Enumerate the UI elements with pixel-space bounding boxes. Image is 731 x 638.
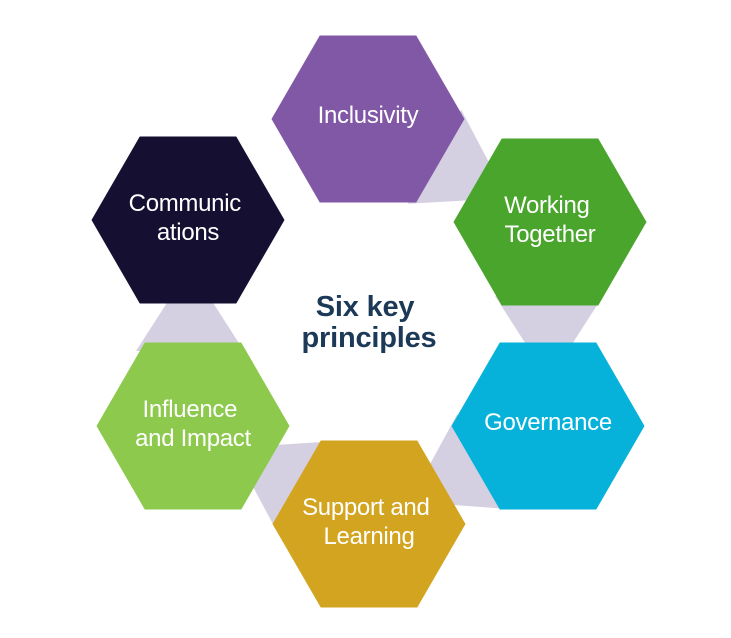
hexagon-influence-and-impact bbox=[96, 342, 290, 510]
principle-inclusivity: Inclusivity bbox=[271, 35, 465, 203]
connector-influence-and-impact-to-communications bbox=[136, 267, 244, 351]
label-inclusivity-line-1: Inclusivity bbox=[318, 102, 419, 129]
label-governance: Governance bbox=[484, 409, 612, 436]
label-working-together: Working Together bbox=[504, 192, 596, 248]
principle-working-together: Working Together bbox=[453, 138, 647, 306]
label-working-together-line-2: Together bbox=[505, 221, 596, 248]
label-inclusivity: Inclusivity bbox=[318, 102, 419, 129]
label-influence-and-impact-line-2: and Impact bbox=[135, 425, 251, 452]
label-communications-line-1: Communic bbox=[129, 190, 242, 217]
diagram-title-line-2: principles bbox=[302, 322, 437, 354]
label-communications-line-2: ations bbox=[157, 219, 220, 246]
label-governance-line-1: Governance bbox=[484, 409, 612, 436]
principle-support-and-learning: Support and Learning bbox=[272, 440, 466, 608]
label-communications: Communic ations bbox=[129, 190, 248, 246]
hexagon-governance bbox=[451, 342, 645, 510]
diagram-title: Six key principles bbox=[302, 291, 437, 354]
connector-working-together-to-governance bbox=[495, 296, 603, 380]
label-support-and-learning: Support and Learning bbox=[302, 494, 436, 550]
hexagon-inclusivity bbox=[271, 35, 465, 203]
hexagon-communications bbox=[91, 136, 285, 304]
principle-communications: Communic ations bbox=[91, 136, 285, 304]
label-influence-and-impact-line-1: Influence bbox=[142, 396, 237, 423]
label-support-and-learning-line-2: Learning bbox=[323, 523, 414, 550]
principle-influence-and-impact: Influence and Impact bbox=[96, 342, 290, 510]
principle-governance: Governance bbox=[451, 342, 645, 510]
label-influence-and-impact: Influence and Impact bbox=[135, 396, 251, 452]
hexagon-support-and-learning bbox=[272, 440, 466, 608]
label-working-together-line-1: Working bbox=[504, 192, 590, 219]
label-support-and-learning-line-1: Support and bbox=[302, 494, 429, 521]
hexagon-working-together bbox=[453, 138, 647, 306]
diagram-title-line-1: Six key bbox=[316, 291, 415, 323]
